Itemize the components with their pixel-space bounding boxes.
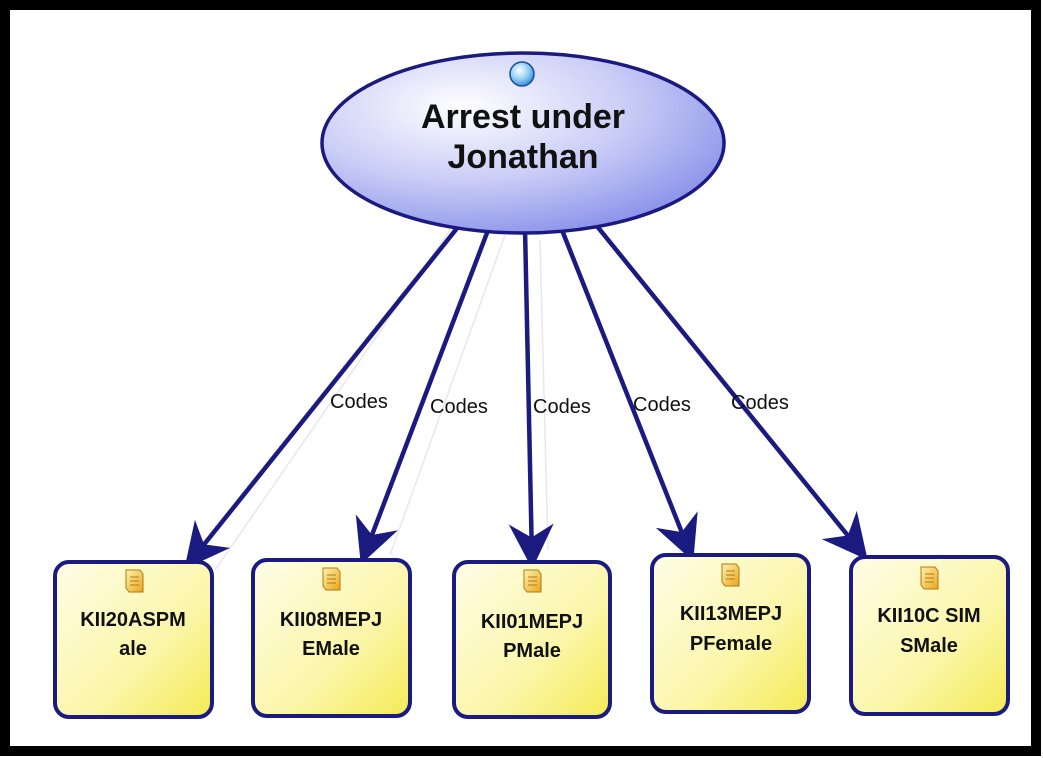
child-box[interactable] <box>251 558 412 718</box>
child-node[interactable]: KII08MEPJ EMale <box>251 558 412 718</box>
child-label-line2: SMale <box>900 635 958 657</box>
edge-label: Codes <box>430 396 488 418</box>
edge-line[interactable] <box>557 224 698 562</box>
child-node[interactable]: KII10C SIM SMale <box>849 555 1010 716</box>
circle-icon <box>509 61 535 87</box>
child-box[interactable] <box>452 560 612 719</box>
edge-label: Codes <box>731 392 789 414</box>
child-node[interactable]: KII20ASPM ale <box>53 560 214 719</box>
edge-line[interactable] <box>355 224 493 565</box>
child-label-line1: KII01MEPJ <box>481 611 583 633</box>
edge-group <box>184 218 868 570</box>
edge-label: Codes <box>533 396 591 418</box>
child-label-line2: EMale <box>302 638 360 660</box>
child-box[interactable] <box>53 560 214 719</box>
child-box[interactable] <box>650 553 811 714</box>
child-box[interactable] <box>849 555 1010 716</box>
edge-line[interactable] <box>590 218 868 560</box>
document-icon <box>125 569 144 593</box>
child-label-line2: ale <box>119 638 147 660</box>
child-label-line1: KII20ASPM <box>80 609 186 631</box>
root-title-line2: Jonathan <box>447 138 598 176</box>
child-label-line1: KII08MEPJ <box>280 609 382 631</box>
document-icon <box>721 563 740 587</box>
child-label-line2: PFemale <box>690 633 772 655</box>
edge-line[interactable] <box>508 227 554 569</box>
document-icon <box>920 566 939 590</box>
root-ellipse[interactable] <box>320 51 726 235</box>
document-icon <box>523 569 542 593</box>
edge-label: Codes <box>633 394 691 416</box>
child-label-line2: PMale <box>503 640 561 662</box>
child-node[interactable]: KII13MEPJ PFemale <box>650 553 811 714</box>
edge-labels: Codes Codes Codes Codes Codes <box>330 391 789 418</box>
edge-label: Codes <box>330 391 388 413</box>
child-label-line1: KII13MEPJ <box>680 603 782 625</box>
root-title-line1: Arrest under <box>421 98 625 136</box>
child-node[interactable]: KII01MEPJ PMale <box>452 560 612 719</box>
root-node[interactable]: Arrest under Jonathan <box>320 51 726 235</box>
edge-line[interactable] <box>184 220 464 570</box>
document-icon <box>322 567 341 591</box>
child-label-line1: KII10C SIM <box>877 605 980 627</box>
